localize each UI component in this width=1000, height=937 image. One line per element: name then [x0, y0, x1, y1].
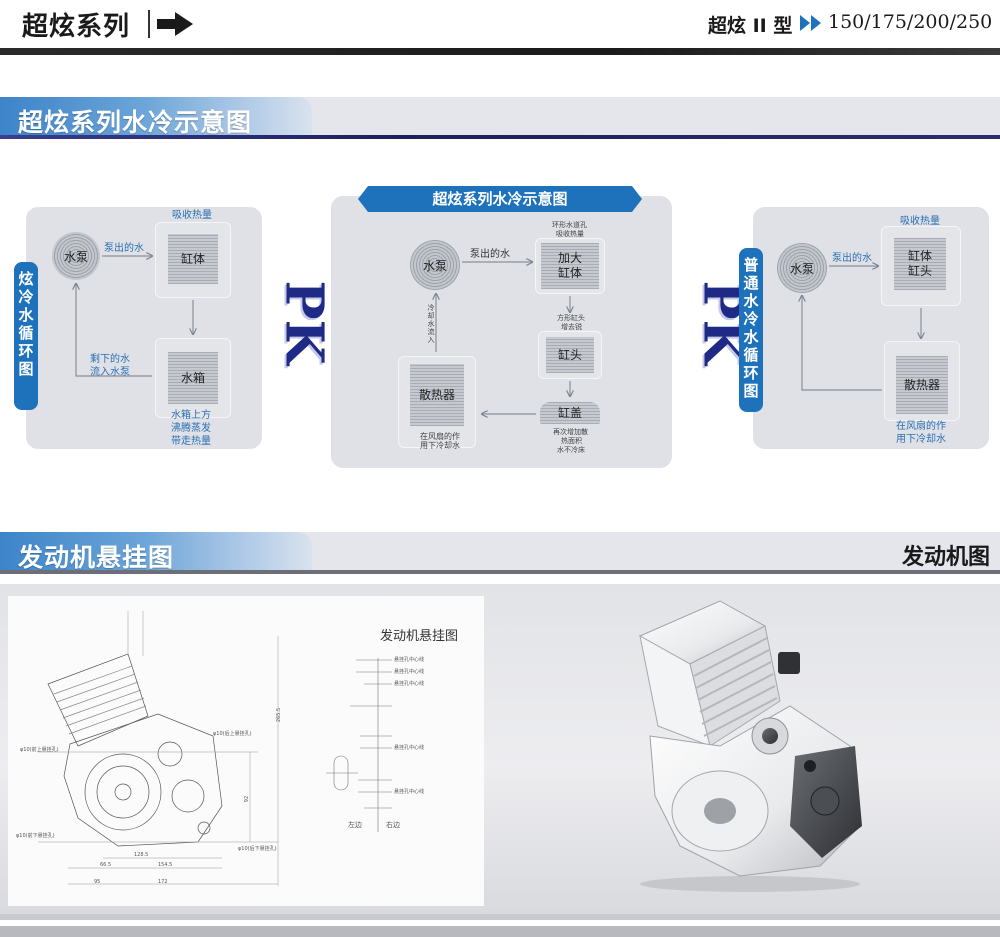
- double-chevron-right-icon: [800, 15, 821, 31]
- header-divider: [148, 10, 150, 38]
- cooling-section-tab: 超炫系列水冷示意图: [0, 97, 312, 137]
- left-pump-out-label: 泵出的水: [104, 243, 144, 254]
- dim-265-5: 265.5: [276, 707, 283, 723]
- dim-154-5: 154.5: [158, 862, 173, 868]
- right-radiator-note-2: 用下冷却水: [896, 434, 946, 445]
- right-radiator-note-1: 在风扇的作: [896, 421, 946, 432]
- right-pump-out-label: 泵出的水: [832, 253, 872, 264]
- note-mount-centerline-1: 悬挂孔中心线: [394, 657, 425, 663]
- section-rule: [0, 570, 1000, 574]
- header-rule: [0, 48, 1000, 55]
- pk-label-left: PK: [273, 280, 335, 365]
- left-tank-label: 水箱: [180, 370, 205, 385]
- middle-cover: 缸盖: [540, 402, 600, 424]
- middle-banner: 超炫系列水冷示意图: [358, 186, 642, 212]
- right-cylinder-line-1: 缸体: [907, 249, 932, 263]
- middle-head-label: 缸头: [557, 347, 582, 362]
- section-rule: [0, 135, 1000, 139]
- middle-radiator-note-2: 用下冷却水: [420, 441, 460, 450]
- left-cylinder: 缸体: [168, 234, 218, 284]
- middle-cylinder-line-2: 缸体: [557, 266, 582, 280]
- engine-section-title: 发动机悬挂图: [18, 543, 175, 572]
- left-pump: 水泵: [52, 232, 100, 280]
- note-mount-centerline-4: 悬挂孔中心线: [394, 745, 425, 751]
- dim-95: 95: [94, 879, 101, 885]
- note-left: 左边: [348, 821, 362, 829]
- right-cylinder-line-2: 缸头: [907, 264, 932, 278]
- right-radiator-label: 散热器: [903, 377, 940, 392]
- middle-cool-inflow: 冷却水流入: [427, 304, 435, 344]
- right-cylinder: 缸体缸头: [894, 238, 946, 290]
- footer-rule: [0, 914, 1000, 937]
- note-rear-upper-hole: φ10(后上悬挂孔): [213, 731, 252, 737]
- right-side-label: 普通水冷水循环图: [739, 248, 763, 412]
- displacement-list: 150/175/200/250: [828, 11, 993, 33]
- dim-66-5: 66.5: [100, 862, 112, 868]
- middle-cylinder: 加大缸体: [541, 243, 599, 289]
- middle-cover-note-2: 热面积: [561, 437, 582, 445]
- note-mount-centerline-3: 悬挂孔中心线: [394, 681, 425, 687]
- middle-radiator-note-1: 在风扇的作: [420, 432, 460, 441]
- middle-cylinder-label: 加大缸体: [558, 251, 582, 281]
- note-mount-centerline-2: 悬挂孔中心线: [394, 669, 425, 675]
- dim-128-5: 128.5: [134, 852, 149, 858]
- engine-section-tab: 发动机悬挂图: [0, 532, 312, 572]
- right-radiator: 散热器: [896, 356, 948, 414]
- middle-cooling-panel: [331, 196, 672, 468]
- left-return-label-2: 流入水泵: [90, 367, 130, 378]
- note-front-lower-hole: φ10(前下悬挂孔): [16, 833, 55, 839]
- note-rear-lower-hole: φ10(后下悬挂孔): [238, 846, 277, 852]
- left-tank-note-3: 带走热量: [171, 436, 211, 447]
- right-absorb-label: 吸收热量: [900, 216, 940, 227]
- engine-section-header: 发动机悬挂图 发动机图: [0, 532, 1000, 574]
- middle-pump-out-label: 泵出的水: [470, 249, 510, 260]
- engine-line-drawing: [38, 611, 392, 886]
- arrow-right-icon: [157, 12, 193, 36]
- middle-top-note-1: 环形水道孔: [552, 221, 587, 229]
- middle-head-note-1: 方形缸头: [557, 314, 585, 322]
- series-title: 超炫系列: [22, 12, 131, 42]
- dim-172: 172: [158, 879, 168, 885]
- right-pump-label: 水泵: [789, 261, 814, 276]
- middle-head-note-2: 增去锐: [561, 323, 582, 331]
- left-return-label-1: 剩下的水: [90, 354, 130, 365]
- left-absorb-label: 吸收热量: [172, 210, 212, 221]
- note-mount-centerline-5: 悬挂孔中心线: [394, 789, 425, 795]
- left-cylinder-label: 缸体: [180, 251, 205, 266]
- middle-radiator-label: 散热器: [418, 387, 455, 402]
- note-right: 右边: [386, 821, 400, 829]
- middle-cover-label: 缸盖: [557, 405, 582, 420]
- middle-cover-note-1: 再次增加散: [553, 428, 588, 436]
- left-tank: 水箱: [168, 352, 218, 404]
- model-name: 超炫 II 型: [708, 15, 793, 37]
- dim-92: 92: [244, 795, 251, 803]
- drawing-title: 发动机悬挂图: [380, 629, 459, 644]
- engine-photo-title: 发动机图: [901, 545, 990, 570]
- page-header: 超炫系列 超炫 II 型 150/175/200/250: [0, 0, 1000, 48]
- note-front-upper-hole: φ10(前上悬挂孔): [20, 747, 59, 753]
- middle-pump: 水泵: [410, 240, 460, 290]
- engine-photo: [638, 600, 862, 892]
- middle-cylinder-line-1: 加大: [557, 251, 582, 265]
- right-pump: 水泵: [777, 243, 827, 293]
- left-tank-note-2: 沸腾蒸发: [171, 423, 211, 434]
- middle-head: 缸头: [546, 337, 594, 373]
- middle-pump-label: 水泵: [422, 258, 447, 273]
- left-pump-label: 水泵: [63, 249, 88, 264]
- left-side-label: 炫冷水循环图: [14, 262, 38, 410]
- left-tank-note-1: 水箱上方: [171, 410, 211, 421]
- middle-radiator: 散热器: [410, 364, 464, 426]
- right-cylinder-label: 缸体缸头: [908, 249, 932, 279]
- middle-top-note-2: 吸收热量: [556, 230, 584, 238]
- cooling-section-title: 超炫系列水冷示意图: [18, 108, 253, 137]
- engine-mount-drawing: 发动机悬挂图: [8, 596, 484, 906]
- cooling-section-header: 超炫系列水冷示意图: [0, 97, 1000, 139]
- middle-cover-note-3: 水不冷床: [557, 446, 585, 454]
